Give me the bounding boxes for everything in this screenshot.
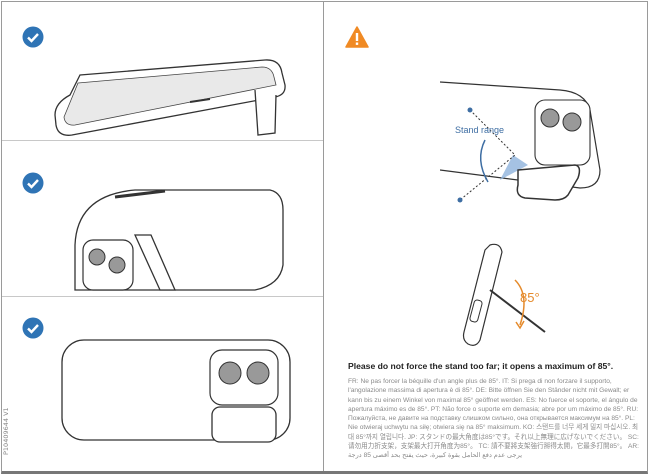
stand-range-diagram bbox=[440, 81, 601, 203]
max-angle-diagram bbox=[462, 243, 546, 346]
translations-text: FR: Ne pas forcer la béquille d'un angle… bbox=[348, 378, 640, 460]
phone-landscape-stand-illustration bbox=[54, 59, 286, 136]
phone-portrait-stand-illustration bbox=[74, 189, 284, 291]
warning-triangle-icon bbox=[345, 26, 369, 48]
phone-back-landscape-illustration bbox=[61, 339, 291, 443]
section-divider bbox=[2, 296, 323, 297]
document-code: P10409644 V1 bbox=[2, 407, 10, 455]
check-circle-icon bbox=[22, 26, 44, 48]
check-circle-icon bbox=[22, 172, 44, 194]
stand-range-label: Stand range bbox=[455, 125, 505, 135]
max-angle-label: 85° bbox=[520, 290, 540, 305]
warning-headline: Please do not force the stand too far; i… bbox=[348, 361, 614, 371]
panel-divider bbox=[323, 1, 324, 471]
check-circle-icon bbox=[22, 317, 44, 339]
section-divider bbox=[2, 140, 323, 141]
